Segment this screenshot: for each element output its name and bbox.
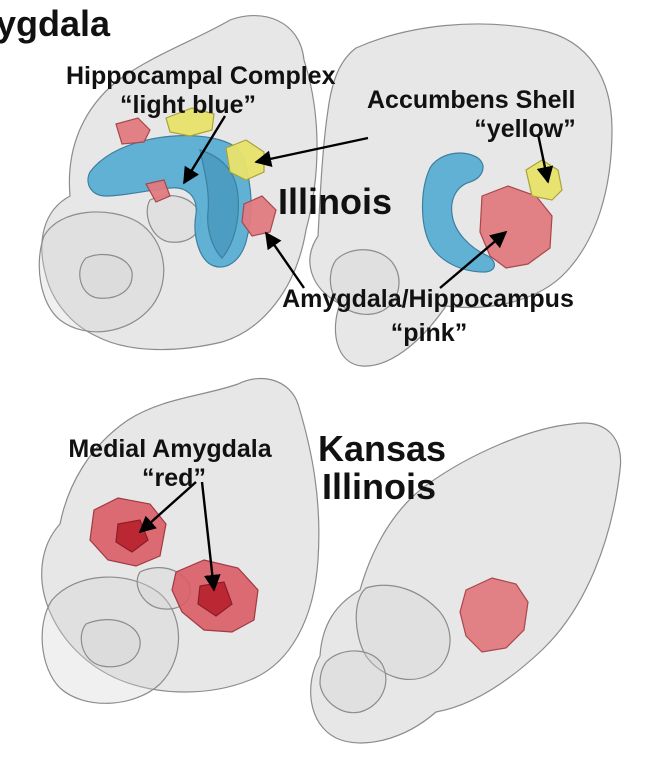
hippocampal-complex-color-label: “light blue” bbox=[120, 93, 256, 118]
strain-label-top: Illinois bbox=[278, 184, 392, 220]
medial-amygdala-color-label: “red” bbox=[142, 466, 206, 491]
figure-title: ygdala bbox=[0, 6, 110, 42]
strain-label-illinois-bottom: Illinois bbox=[322, 469, 436, 505]
amygdala-hippocampus-label: Amygdala/Hippocampus bbox=[282, 287, 574, 312]
brain-bottom-left bbox=[42, 378, 319, 703]
accumbens-shell-color-label: “yellow” bbox=[474, 117, 575, 142]
strain-label-kansas: Kansas bbox=[318, 431, 446, 467]
hippocampal-complex-label: Hippocampal Complex bbox=[66, 64, 336, 89]
accumbens-shell-label: Accumbens Shell bbox=[367, 88, 575, 113]
amygdala-hippocampus-color-label: “pink” bbox=[391, 321, 467, 346]
medial-amygdala-label: Medial Amygdala bbox=[68, 437, 271, 462]
